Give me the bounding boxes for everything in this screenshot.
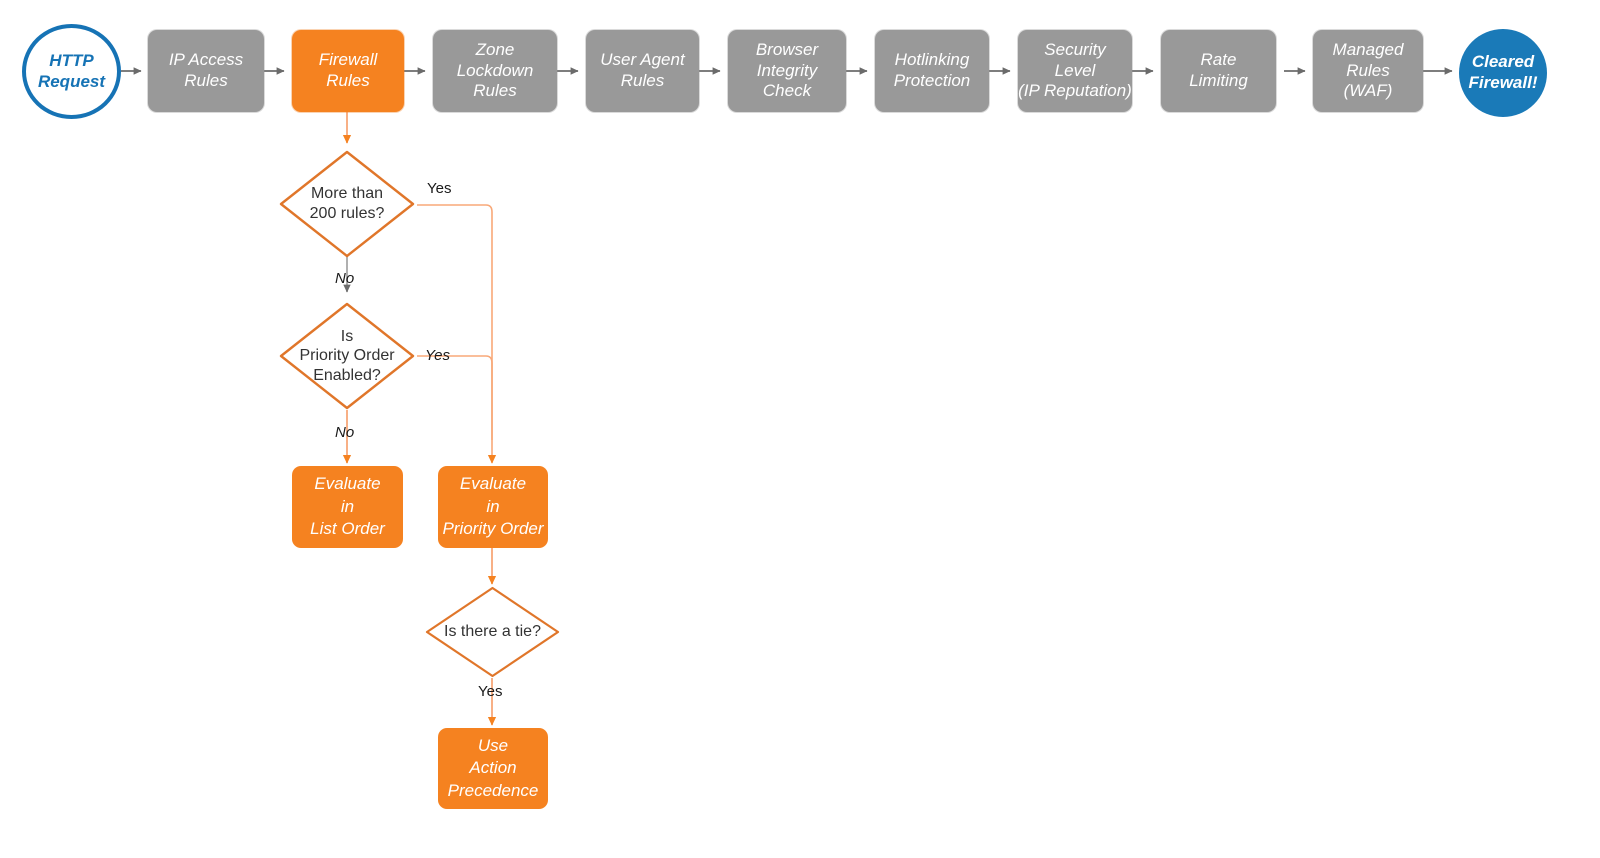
node-security-level-line2: Level <box>1054 60 1096 80</box>
result-action-precedence-line3: Precedence <box>447 780 539 800</box>
node-zone-lockdown-rules-line3: Rules <box>473 81 517 101</box>
node-security-level-line3: (IP Reputation) <box>1018 81 1132 101</box>
result-list-order-line2: in <box>340 496 355 516</box>
node-rate-limiting-line2: Limiting <box>1189 71 1248 90</box>
decision-200-line2: 200 rules? <box>309 205 385 222</box>
edge-label-no-more-than-200-rules: No <box>335 270 355 287</box>
node-user-agent-rules-line2: Rules <box>620 71 665 90</box>
node-evaluate-in-priority-order[interactable]: Evaluate in Priority Order <box>438 466 548 548</box>
node-zone-lockdown-rules-line2: Lockdown <box>456 60 534 80</box>
node-user-agent-rules[interactable]: User Agent Rules <box>586 30 699 112</box>
node-http-request-line2: Request <box>37 71 106 91</box>
node-hotlinking-protection[interactable]: Hotlinking Protection <box>875 30 989 112</box>
result-list-order-line3: List Order <box>310 519 385 539</box>
node-decision-more-than-200-rules-label: More than 200 rules? <box>304 184 391 223</box>
node-decision-is-there-a-tie-label: Is there a tie? <box>438 622 547 642</box>
node-hotlinking-protection-line2: Protection <box>893 71 971 90</box>
node-rate-limiting-line1: Rate <box>1200 50 1237 70</box>
node-decision-priority-order-enabled-label: Is Priority Order Enabled? <box>293 327 400 386</box>
node-cleared-firewall-line1: Cleared <box>1471 52 1535 72</box>
result-action-precedence-line2: Action <box>469 758 517 778</box>
decision-tie-line1: Is there a tie? <box>444 623 541 641</box>
diamond-shape-priority-order-enabled <box>279 302 415 410</box>
node-browser-integrity-check-line1: Browser <box>755 39 819 59</box>
result-list-order-line1: Evaluate <box>314 474 381 494</box>
node-zone-lockdown-rules-line1: Zone <box>475 39 515 59</box>
edge-label-yes-more-than-200-rules: Yes <box>427 180 452 197</box>
node-browser-integrity-check-line2: Integrity <box>756 60 818 80</box>
diamond-shape-more-than-200-rules <box>279 150 415 258</box>
node-ip-access-rules-line1: IP Access <box>168 50 244 70</box>
node-http-request[interactable]: HTTP Request <box>22 24 121 119</box>
node-http-request-line1: HTTP <box>49 50 94 70</box>
node-decision-more-than-200-rules[interactable]: More than 200 rules? <box>277 148 417 260</box>
result-action-precedence-line1: Use <box>477 735 509 755</box>
node-firewall-rules-line1: Firewall <box>318 50 378 70</box>
node-cleared-firewall[interactable]: Cleared Firewall! <box>1459 29 1547 117</box>
node-browser-integrity-check-line3: Check <box>762 81 812 101</box>
node-managed-rules-waf-line1: Managed <box>1332 39 1404 59</box>
edge-label-no-priority-order-enabled: No <box>335 424 355 441</box>
node-managed-rules-waf[interactable]: Managed Rules (WAF) <box>1313 30 1423 112</box>
node-decision-priority-order-enabled[interactable]: Is Priority Order Enabled? <box>277 300 417 412</box>
diamond-shape-is-there-a-tie <box>425 586 560 678</box>
node-evaluate-in-list-order[interactable]: Evaluate in List Order <box>292 466 403 548</box>
node-firewall-rules[interactable]: Firewall Rules <box>292 30 404 112</box>
node-managed-rules-waf-line2: Rules <box>1346 60 1390 80</box>
node-browser-integrity-check[interactable]: Browser Integrity Check <box>728 30 846 112</box>
node-managed-rules-waf-line3: (WAF) <box>1343 81 1393 101</box>
node-rate-limiting[interactable]: Rate Limiting <box>1161 30 1276 112</box>
node-security-level-line1: Security <box>1044 39 1106 59</box>
decision-200-line1: More than <box>310 185 384 203</box>
node-use-action-precedence[interactable]: Use Action Precedence <box>438 728 548 809</box>
decision-priority-line3: Enabled? <box>313 366 381 384</box>
node-decision-is-there-a-tie[interactable]: Is there a tie? <box>424 585 561 679</box>
edge-label-yes-priority-order-enabled: Yes <box>425 347 451 364</box>
node-ip-access-rules[interactable]: IP Access Rules <box>148 30 264 112</box>
node-ip-access-rules-line2: Rules <box>184 71 228 90</box>
node-cleared-firewall-line2: Firewall! <box>1468 73 1538 92</box>
node-firewall-rules-line2: Rules <box>326 71 370 90</box>
node-security-level[interactable]: Security Level (IP Reputation) <box>1018 30 1132 112</box>
edge-label-yes-is-there-a-tie: Yes <box>478 683 503 700</box>
node-zone-lockdown-rules[interactable]: Zone Lockdown Rules <box>433 30 557 112</box>
decision-priority-line1: Is <box>340 327 354 345</box>
result-priority-order-line3: Priority Order <box>442 519 544 539</box>
result-priority-order-line2: in <box>486 496 500 516</box>
node-user-agent-rules-line1: User Agent <box>600 50 685 70</box>
node-hotlinking-protection-line1: Hotlinking <box>894 50 970 70</box>
result-priority-order-line1: Evaluate <box>459 474 527 494</box>
decision-priority-line2: Priority Order <box>299 347 395 365</box>
